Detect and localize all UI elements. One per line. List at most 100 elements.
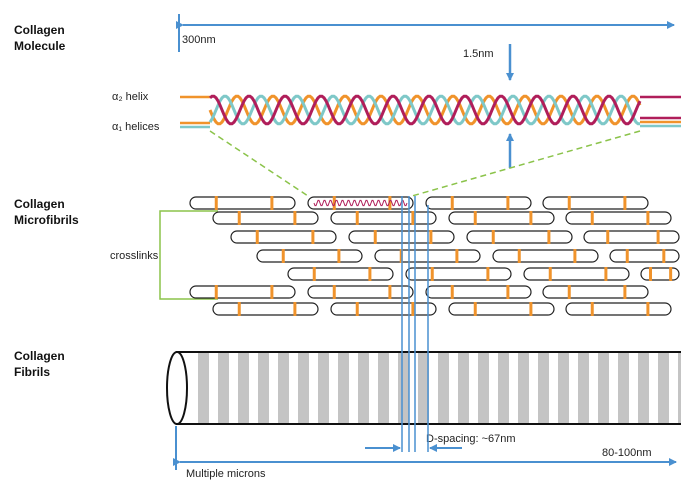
microfibril-rod [449, 211, 554, 225]
crosslink-mark [591, 211, 594, 225]
crosslink-mark [256, 230, 259, 244]
crosslink-mark [606, 230, 609, 244]
fibril-band [578, 352, 589, 424]
crosslink-mark [293, 302, 296, 316]
crosslink-mark [238, 211, 241, 225]
crosslink-mark [451, 196, 454, 210]
fibril-band [438, 352, 449, 424]
fibril-band [398, 352, 409, 424]
fibril-band [318, 352, 329, 424]
fibril-band [458, 352, 469, 424]
crosslink-mark [374, 230, 377, 244]
microfibril-rod [566, 211, 671, 225]
crosslink-mark [623, 285, 626, 299]
microfibril-rod [426, 285, 531, 299]
crosslink-mark [474, 211, 477, 225]
crosslink-mark [568, 196, 571, 210]
crosslink-mark [411, 211, 414, 225]
zoom-guide-right [412, 131, 640, 196]
crosslink-mark [646, 302, 649, 316]
microfibril-rod [331, 211, 436, 225]
crosslink-mark [313, 267, 316, 281]
microfibril-rod [190, 285, 295, 299]
crosslink-mark [311, 230, 314, 244]
crosslink-mark [657, 230, 660, 244]
microfibril-array [190, 196, 679, 316]
fibril-band [598, 352, 609, 424]
microfibril-rod [566, 302, 671, 316]
crosslink-mark [529, 302, 532, 316]
crosslink-mark [506, 285, 509, 299]
microfibril-rod [231, 230, 336, 244]
crosslink-mark [451, 285, 454, 299]
microfibril-rod [493, 249, 598, 263]
crosslink-mark [356, 211, 359, 225]
crosslink-mark [215, 196, 218, 210]
fibril-band [518, 352, 529, 424]
crosslink-mark [411, 302, 414, 316]
triple-helix [210, 96, 640, 124]
crosslink-mark [238, 302, 241, 316]
crosslink-mark [337, 249, 340, 263]
fibril-band [638, 352, 649, 424]
crosslink-mark [486, 267, 489, 281]
fibril-band [298, 352, 309, 424]
fibril-band [218, 352, 229, 424]
microfibril-rod [331, 302, 436, 316]
zoom-guide-left [210, 131, 308, 196]
crosslink-mark [547, 230, 550, 244]
microfibril-rod [308, 285, 413, 299]
microfibril-rod [190, 196, 295, 210]
microfibril-rod [584, 230, 679, 244]
crosslink-mark [604, 267, 607, 281]
crosslink-mark [270, 285, 273, 299]
microfibril-rod [641, 267, 679, 281]
crosslink-mark [429, 230, 432, 244]
fibril-end-cap [167, 352, 187, 424]
crosslink-mark [662, 249, 665, 263]
fibril-band [378, 352, 389, 424]
crosslink-mark [529, 211, 532, 225]
fibril-band [658, 352, 669, 424]
microfibril-rod [543, 196, 648, 210]
fibril-band [258, 352, 269, 424]
crosslink-mark [573, 249, 576, 263]
microfibril-rod [467, 230, 572, 244]
crosslink-mark [506, 196, 509, 210]
crosslink-mark [388, 285, 391, 299]
crosslink-mark [368, 267, 371, 281]
crosslink-mark [215, 285, 218, 299]
crosslink-mark [568, 285, 571, 299]
fibril-band [278, 352, 289, 424]
crosslink-mark [591, 302, 594, 316]
crosslink-mark [293, 211, 296, 225]
fibril-band [538, 352, 549, 424]
microfibril-rod [213, 211, 318, 225]
crosslink-mark [455, 249, 458, 263]
fibril-band [558, 352, 569, 424]
crosslink-mark [646, 211, 649, 225]
fibril-band [238, 352, 249, 424]
crosslink-mark [626, 249, 629, 263]
crosslink-mark [431, 267, 434, 281]
fibril-band [498, 352, 509, 424]
microfibril-rod [213, 302, 318, 316]
microfibril-rod [288, 267, 393, 281]
microfibril-rod [406, 267, 511, 281]
microfibril-rod [543, 285, 648, 299]
crosslink-mark [492, 230, 495, 244]
microfibril-rod [426, 196, 531, 210]
crosslink-mark [623, 196, 626, 210]
fibril-band [358, 352, 369, 424]
fibril-band [338, 352, 349, 424]
microfibril-rod [524, 267, 629, 281]
fibril-band [618, 352, 629, 424]
crosslink-mark [649, 267, 652, 281]
crosslink-mark [333, 285, 336, 299]
fibril-band [198, 352, 209, 424]
crosslink-mark [669, 267, 672, 281]
crosslink-mark [282, 249, 285, 263]
microfibril-rod [308, 196, 413, 210]
microfibril-rod [449, 302, 554, 316]
